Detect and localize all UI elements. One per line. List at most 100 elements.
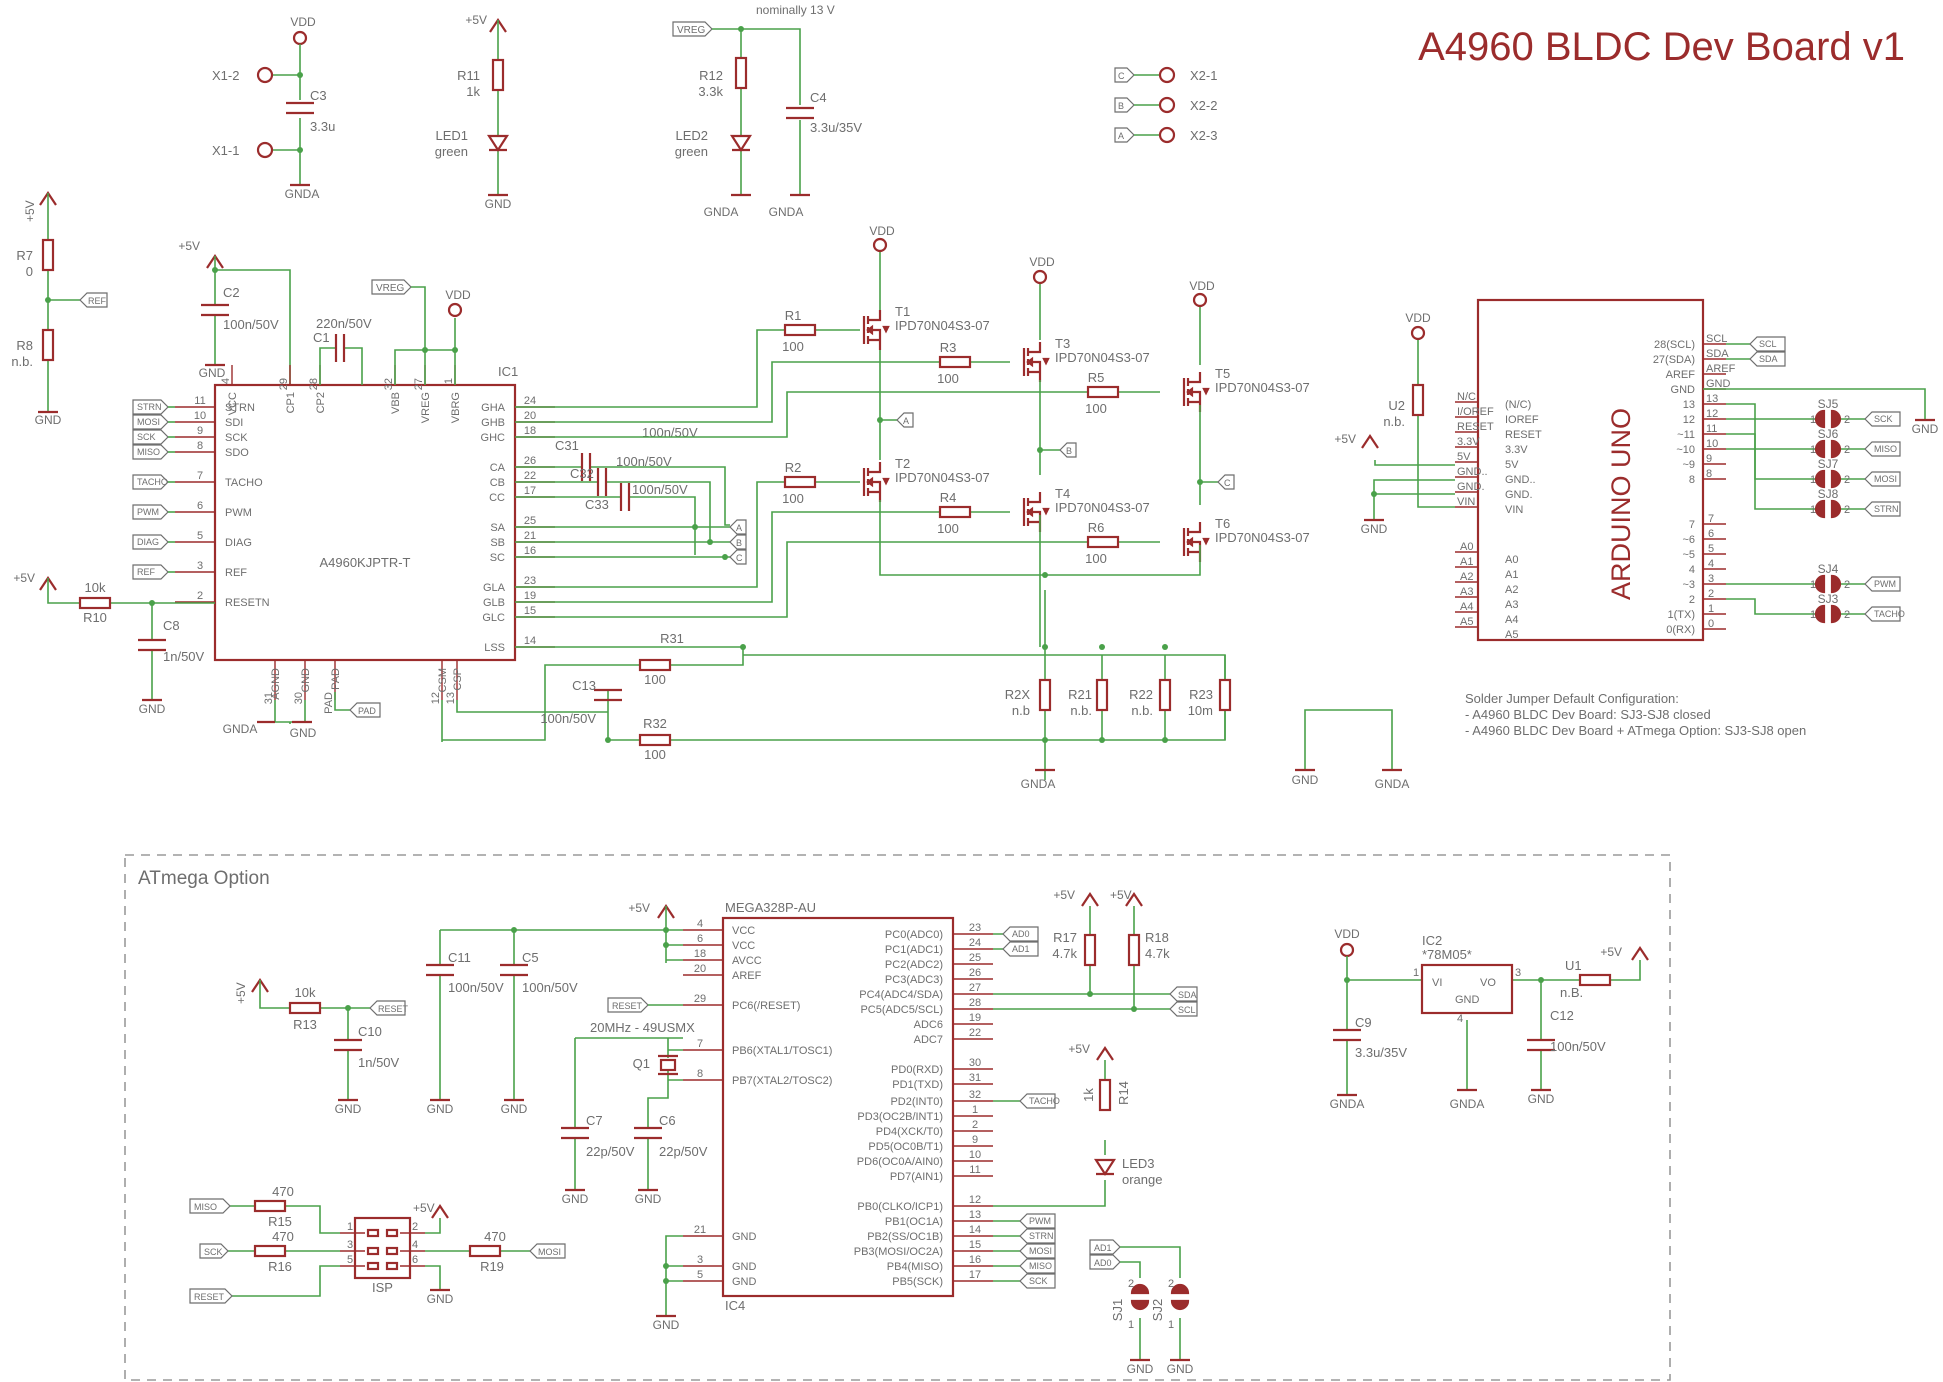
r18-value: 4.7k <box>1145 946 1170 961</box>
arduino-inner-pin-label: 13 <box>1683 399 1695 411</box>
tacho-tag-label: TACHO <box>1874 609 1905 619</box>
b-tag <box>729 534 747 550</box>
tacho-tag <box>1864 606 1901 622</box>
reset-tag-label: RESET <box>378 1004 409 1014</box>
c1-label: C1 <box>313 330 330 345</box>
ic4-pin-number: 16 <box>969 1254 981 1266</box>
ic1-pin-number: 12 <box>430 692 442 704</box>
c5-capacitor <box>500 963 528 977</box>
sck-tag-label: SCK <box>1029 1276 1048 1286</box>
vreg-vbrg-group: VREG VDD <box>371 279 471 385</box>
junction <box>1344 977 1350 983</box>
arduino-outer-pin-label: A2 <box>1460 571 1473 583</box>
sj7-jumper <box>1814 469 1842 489</box>
ref-tag <box>132 564 169 580</box>
ic4-reset-tag: RESET <box>607 997 683 1013</box>
ic4-pin-number: 27 <box>969 982 981 994</box>
sj1-label: SJ1 <box>1110 1299 1125 1321</box>
sj4-pin1: 1 <box>1810 579 1816 591</box>
ic1-pin-number: 10 <box>194 410 206 422</box>
r12-label: R12 <box>699 68 723 83</box>
isp-pin-pad <box>366 1246 380 1256</box>
mosi-tag-label: MOSI <box>137 417 160 427</box>
c7-value: 22p/50V <box>586 1144 635 1159</box>
junction <box>1099 644 1105 650</box>
vdd-label: VDD <box>1405 311 1431 325</box>
c4-capacitor <box>786 106 814 120</box>
c32-label: C32 <box>570 466 594 481</box>
ic1-pin-name: CSP <box>452 668 464 691</box>
c13-capacitor <box>594 688 622 702</box>
ic4-pin-name: PB4(MISO) <box>887 1261 943 1273</box>
ic4-pin-name: PD0(RXD) <box>891 1064 943 1076</box>
b-tag-label: B <box>1118 101 1124 111</box>
r18-resistor <box>1127 933 1141 967</box>
r5-value: 100 <box>1085 401 1107 416</box>
ic1-pins: 4VCC29CP128CP232VBB27VREG1VBRG11STRN10SD… <box>175 365 555 714</box>
ic1-pin-name: GHA <box>481 402 506 414</box>
p5v-label: +5V <box>1068 1042 1090 1056</box>
wire <box>1134 74 1160 136</box>
ic2-vi: VI <box>1432 977 1442 989</box>
arduino-outer-pin-label: A0 <box>1460 541 1473 553</box>
ic1-pin-number: 8 <box>197 440 203 452</box>
r21-resistor <box>1095 678 1109 712</box>
vdd-symbol <box>872 237 1208 308</box>
p5v-label: +5V <box>178 239 200 253</box>
ic2-body <box>1420 963 1514 1015</box>
r6-label: R6 <box>1088 520 1105 535</box>
c1-group: C1 220n/50V <box>313 316 372 385</box>
r16-value: 470 <box>272 1229 294 1244</box>
junction <box>663 927 669 933</box>
t6-value: IPD70N04S3-07 <box>1215 530 1310 545</box>
wire <box>1726 343 1750 360</box>
vreg-tag-label: VREG <box>677 25 706 36</box>
strn-tag <box>1019 1228 1056 1244</box>
ic4-pin-name: PB7(XTAL2/TOSC2) <box>732 1075 832 1087</box>
ic4-pin-number: 19 <box>969 1012 981 1024</box>
ic1-pin-number: PAD <box>323 692 335 714</box>
arduino-inner-pin-label: ~3 <box>1682 579 1695 591</box>
ic1-pin-name: LSS <box>484 642 505 654</box>
r2-label: R2 <box>785 460 802 475</box>
arduino-outer-pin-label: 5V <box>1457 451 1471 463</box>
r4-label: R4 <box>940 490 957 505</box>
ic1-pin-name: PAD <box>330 668 342 690</box>
pwm-tag-label: PWM <box>1029 1216 1051 1226</box>
r13-label: R13 <box>293 1017 317 1032</box>
r23-label: R23 <box>1189 687 1213 702</box>
vdd-symbol <box>1410 325 1426 341</box>
r32-value: 100 <box>644 747 666 762</box>
atmega-option-frame <box>124 854 1671 1381</box>
arduino-inner-pin-label: GND. <box>1505 489 1533 501</box>
t5-value: IPD70N04S3-07 <box>1215 380 1310 395</box>
junction <box>1087 991 1093 997</box>
ic4-gnd-wiring: GND <box>653 1235 683 1332</box>
mosi-tag <box>529 1243 566 1259</box>
sj5-pin2: 2 <box>1844 414 1850 426</box>
p5v-symbol <box>431 1204 449 1219</box>
wire <box>1726 403 1865 420</box>
ic4-pin-number: 7 <box>697 1038 703 1050</box>
b-tag-label: B <box>736 538 742 548</box>
c2-label: C2 <box>223 285 240 300</box>
strn-tag <box>132 399 169 415</box>
ic4-pin-number: 4 <box>697 918 703 930</box>
gnda-label: GNDA <box>223 722 258 736</box>
ic1-bottom-group: GNDA GND PAD <box>223 692 381 740</box>
x2-3-terminal <box>1158 126 1176 144</box>
sj1-jumper <box>1130 1283 1150 1311</box>
t3-body-diode <box>1026 356 1050 368</box>
ad0-tag <box>1002 926 1039 942</box>
b-tag-label: B <box>1066 446 1072 456</box>
scl-tag <box>1749 336 1786 352</box>
ic4-pin-number: 6 <box>697 933 703 945</box>
c32-capacitor <box>596 468 608 496</box>
sj3-label: SJ3 <box>1818 592 1839 606</box>
q1-crystal <box>659 1058 677 1072</box>
t2-value: IPD70N04S3-07 <box>895 470 990 485</box>
pwm-tag-label: PWM <box>137 507 159 517</box>
ic4-pin-name: PB0(CLKO/ICP1) <box>857 1201 943 1213</box>
junction <box>740 644 746 650</box>
